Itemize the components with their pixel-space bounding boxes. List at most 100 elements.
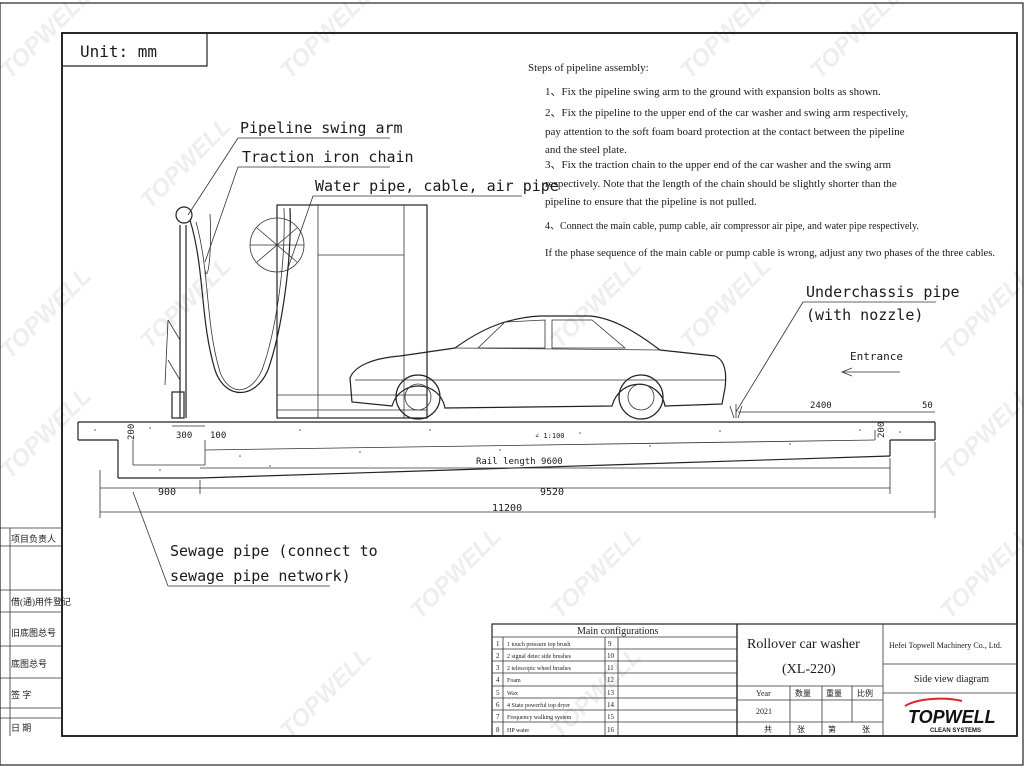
dimension-lines: 300 100 200 2400 50 200 ∠ 1:100 Rail len… (99, 401, 936, 518)
dim-100: 100 (210, 431, 226, 441)
svg-text:4 State powerful top dryer: 4 State powerful top dryer (507, 702, 570, 709)
watermark: TOPWELL (805, 0, 907, 84)
pipeline-swing-arm (164, 206, 291, 419)
main-configurations-table: Main configurations 1 1 touch pressure t… (491, 623, 738, 737)
step-line: respectively. Note that the length of th… (545, 178, 897, 190)
car (349, 315, 727, 420)
callout-water-pipe: Water pipe, cable, air pipe (315, 177, 559, 195)
dim-50: 50 (922, 401, 933, 411)
configs-title: Main configurations (577, 626, 658, 637)
dim-200-left: 200 (127, 424, 137, 440)
svg-text:12: 12 (607, 676, 615, 684)
unit-label: Unit: mm (80, 42, 157, 61)
margin-label: 旧底图总号 (11, 627, 56, 638)
car-washer-machine (249, 204, 428, 419)
col-scale: 比例 (857, 688, 873, 698)
svg-text:Foam: Foam (507, 678, 521, 684)
no-label: 第 (828, 724, 836, 734)
year-value: 2021 (756, 707, 772, 716)
callout-underchassis-nozzle: (with nozzle) (806, 306, 923, 324)
margin-label: 底图总号 (11, 658, 47, 669)
config-row: 7 Frequency walking system 15 (496, 713, 615, 721)
callout-underchassis: Underchassis pipe (806, 283, 960, 301)
product-model: (XL-220) (782, 662, 836, 677)
dim-11200: 11200 (492, 503, 522, 514)
svg-text:8: 8 (496, 726, 500, 734)
svg-text:4: 4 (496, 676, 500, 684)
callouts: Pipeline swing arm Traction iron chain W… (132, 119, 960, 587)
watermark: TOPWELL (545, 252, 647, 354)
watermark: TOPWELL (935, 522, 1024, 624)
svg-text:14: 14 (607, 701, 615, 709)
dim-2400: 2400 (810, 401, 832, 411)
dim-300: 300 (176, 431, 192, 441)
washer-frame (276, 204, 428, 419)
svg-text:5: 5 (496, 689, 500, 697)
watermark: TOPWELL (275, 642, 377, 744)
svg-text:2: 2 (496, 652, 500, 660)
watermark: TOPWELL (0, 262, 97, 364)
margin-label: 日 期 (11, 723, 31, 733)
svg-text:2 signal detec side brushes: 2 signal detec side brushes (507, 654, 572, 660)
logo-swoosh-icon (904, 697, 963, 707)
foundation (77, 404, 936, 479)
sheets-label: 张 (797, 725, 805, 734)
svg-text:2 telescopic wheel brushes: 2 telescopic wheel brushes (507, 666, 572, 672)
callout-entrance: Entrance (850, 350, 903, 363)
callout-traction-chain: Traction iron chain (242, 148, 414, 166)
svg-text:HP water: HP water (507, 728, 529, 734)
callout-sewage: Sewage pipe (connect to (170, 542, 378, 560)
watermark: TOPWELL (675, 252, 777, 354)
margin-label: 项目负责人 (11, 533, 56, 544)
config-row: 6 4 State powerful top dryer 14 (496, 701, 615, 709)
company-name: Hefei Topwell Machinery Co., Ltd. (889, 641, 1002, 650)
config-row: 2 2 signal detec side brushes 10 (496, 652, 615, 660)
dim-900: 900 (158, 487, 176, 498)
config-row: 1 1 touch pressure top brush 9 (496, 640, 612, 648)
assembly-steps: Steps of pipeline assembly: 1、Fix the pi… (528, 62, 995, 259)
steps-title: Steps of pipeline assembly: (528, 62, 649, 74)
col-qty: 数量 (795, 688, 811, 698)
watermark: TOPWELL (935, 382, 1024, 484)
col-weight: 重量 (826, 688, 842, 698)
front-wheel (395, 374, 441, 420)
dim-rail-length: Rail length 9600 (476, 457, 563, 467)
watermark: TOPWELL (935, 262, 1024, 364)
margin-label: 签 字 (11, 689, 31, 700)
pipeline-hose (189, 207, 291, 394)
title-block: Rollover car washer (XL-220) Hefei Topwe… (736, 623, 1018, 737)
svg-text:Wax: Wax (507, 691, 518, 697)
sheet-label: 张 (862, 725, 870, 734)
svg-text:15: 15 (607, 713, 615, 721)
left-margin-table: 项目负责人 借(通)用件登记 旧底图总号 底图总号 签 字 日 期 (0, 527, 71, 736)
step-line: 3、Fix the traction chain to the upper en… (545, 159, 892, 171)
logo-tagline: CLEAN SYSTEMS (930, 728, 981, 734)
svg-text:3: 3 (496, 664, 500, 672)
total-label: 共 (764, 725, 772, 734)
dim-9520: 9520 (540, 487, 564, 498)
watermark: TOPWELL (275, 0, 377, 84)
topwell-logo: TOPWELL CLEAN SYSTEMS (904, 697, 996, 734)
step-line: 4、Connect the main cable, pump cable, ai… (545, 221, 919, 232)
top-brush (249, 217, 305, 273)
margin-label: 借(通)用件登记 (11, 596, 71, 607)
dim-slope: ∠ 1:100 (535, 432, 565, 440)
drawing-title: Side view diagram (914, 674, 989, 685)
svg-text:1: 1 (496, 640, 500, 648)
config-row: 5 Wax 13 (496, 689, 615, 697)
svg-text:Frequency walking system: Frequency walking system (507, 715, 572, 721)
product-name: Rollover car washer (747, 637, 860, 652)
watermark: TOPWELL (405, 522, 507, 624)
svg-text:16: 16 (607, 726, 615, 734)
step-line: 1、Fix the pipeline swing arm to the grou… (545, 86, 881, 98)
step-line: pipeline to ensure that the pipeline is … (545, 196, 757, 208)
config-row: 3 2 telescopic wheel brushes 11 (496, 664, 614, 672)
unit-box: Unit: mm (62, 33, 208, 67)
step-line: pay attention to the soft foam board pro… (545, 126, 905, 138)
callout-swing-arm: Pipeline swing arm (240, 119, 403, 137)
svg-text:10: 10 (607, 652, 615, 660)
step-line: and the steel plate. (545, 144, 627, 156)
svg-text:7: 7 (496, 713, 500, 721)
